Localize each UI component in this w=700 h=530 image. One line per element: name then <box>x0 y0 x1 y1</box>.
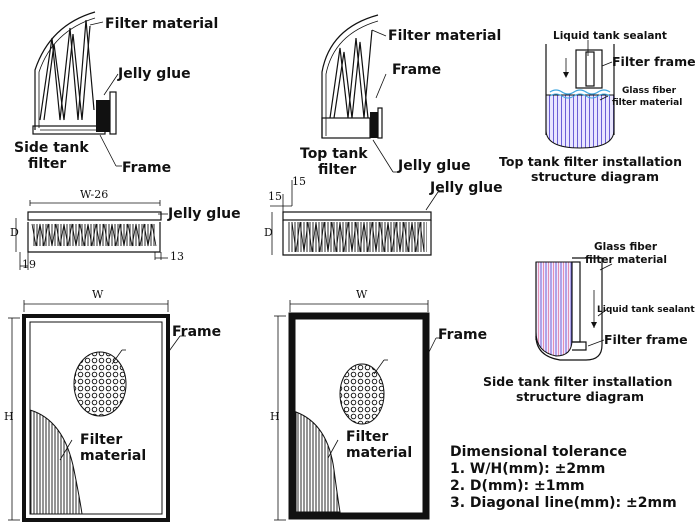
side-tank-filter-label-2: filter <box>28 156 66 172</box>
filter-material-label-3b: material <box>80 448 146 464</box>
side-tank-filter-label: Side tank <box>14 140 89 156</box>
dim-19: 19 <box>22 258 36 271</box>
tolerance-item-3: 3. Diagonal line(mm): ±2mm <box>450 495 677 511</box>
top-tank-filter-label-2: filter <box>318 162 356 178</box>
tolerance-item-2: 2. D(mm): ±1mm <box>450 478 585 494</box>
jelly-glue-label: Jelly glue <box>117 66 191 82</box>
dim-h: H <box>4 410 14 423</box>
glass-fiber-label-4: filter material <box>585 254 667 266</box>
top-tank-filter-section <box>321 14 398 173</box>
jelly-glue-label-3: Jelly glue <box>167 206 241 222</box>
dim-w: W <box>92 288 104 301</box>
top-tank-installation-diagram <box>545 40 615 149</box>
glass-fiber-label: Glass fiber <box>622 86 677 96</box>
filter-material-label-4: Filter <box>346 429 388 445</box>
liquid-tank-sealant-label-2: Liquid tank sealant <box>597 305 695 315</box>
side-tank-filter-section <box>32 11 122 167</box>
top-tank-caption: Top tank filter installation <box>499 154 682 169</box>
side-tank-installation-diagram <box>535 257 613 361</box>
top-tank-filter-label: Top tank <box>300 146 368 162</box>
side-tank-caption: Side tank filter installation <box>483 374 672 389</box>
side-tank-caption-2: structure diagram <box>516 389 644 404</box>
side-tank-front-view <box>8 300 186 522</box>
glass-fiber-label-3: Glass fiber <box>594 241 658 253</box>
dim-13: 13 <box>170 250 184 263</box>
dim-h-2: H <box>270 410 280 423</box>
top-tank-caption-2: structure diagram <box>531 169 659 184</box>
tolerance-title: Dimensional tolerance <box>450 444 627 460</box>
tolerance-item-1: 1. W/H(mm): ±2mm <box>450 461 605 477</box>
frame-label: Frame <box>122 160 171 176</box>
liquid-tank-sealant-label: Liquid tank sealant <box>553 30 667 42</box>
filter-frame-label-2: Filter frame <box>604 332 688 347</box>
filter-material-label: Filter material <box>105 16 218 32</box>
frame-label-3: Frame <box>172 324 221 340</box>
dim-w26: W-26 <box>80 188 108 201</box>
frame-label-2: Frame <box>392 62 441 78</box>
dim-d-2: D <box>264 226 273 239</box>
filter-material-label-4b: material <box>346 445 412 461</box>
dim-d: D <box>10 226 19 239</box>
glass-fiber-label-2: filter material <box>612 98 682 108</box>
top-tank-cross-section <box>270 180 444 256</box>
jelly-glue-label-2: Jelly glue <box>397 158 471 174</box>
top-tank-front-view <box>274 300 442 521</box>
filter-frame-label: Filter frame <box>612 54 696 69</box>
jelly-glue-label-4: Jelly glue <box>429 180 503 196</box>
dim-15-left: 15 <box>268 190 282 203</box>
dimensional-tolerance-block: Dimensional tolerance 1. W/H(mm): ±2mm 2… <box>450 444 677 511</box>
dim-15-top: 15 <box>292 175 306 188</box>
filter-material-label-3: Filter <box>80 432 122 448</box>
frame-label-4: Frame <box>438 327 487 343</box>
side-tank-cross-section <box>15 200 168 270</box>
filter-material-label-2: Filter material <box>388 28 501 44</box>
dim-w-2: W <box>356 288 368 301</box>
